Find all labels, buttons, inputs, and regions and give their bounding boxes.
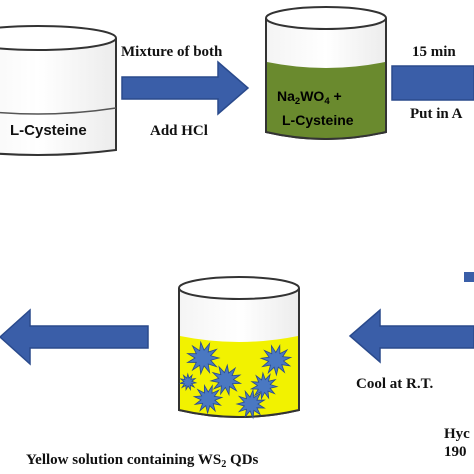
arrow-mix — [121, 60, 250, 116]
beaker-mixture — [265, 6, 387, 140]
label-cool-at-rt: Cool at R.T. — [356, 376, 434, 392]
quantum-dots — [178, 340, 293, 420]
qd-star — [249, 371, 279, 401]
label-l-cysteine-mixture: L-Cysteine — [282, 112, 354, 128]
qd-star — [209, 363, 243, 397]
arrow-result — [0, 308, 149, 366]
arrow-cool — [348, 308, 474, 364]
beaker-l-cysteine — [0, 25, 117, 156]
label-15-min: 15 min — [412, 44, 456, 60]
label-190-partial: 190 — [444, 444, 467, 460]
label-add-hcl: Add HCl — [150, 123, 208, 139]
qd-star — [178, 372, 198, 392]
label-hyd-partial: Hyc — [444, 426, 470, 442]
label-l-cysteine: L-Cysteine — [10, 122, 87, 139]
qd-star — [192, 384, 224, 415]
arrow-heat — [391, 65, 474, 101]
label-mixture-of-both: Mixture of both — [121, 44, 223, 60]
label-na2wo4: Na2WO4 + — [277, 88, 342, 107]
caption-yellow-solution: Yellow solution containing WS2 QDs — [26, 452, 259, 471]
qd-star — [235, 388, 266, 420]
arrow-down-partial — [464, 272, 474, 282]
label-put-in: Put in A — [410, 106, 463, 122]
qd-star — [259, 344, 293, 377]
qd-star — [186, 340, 221, 376]
